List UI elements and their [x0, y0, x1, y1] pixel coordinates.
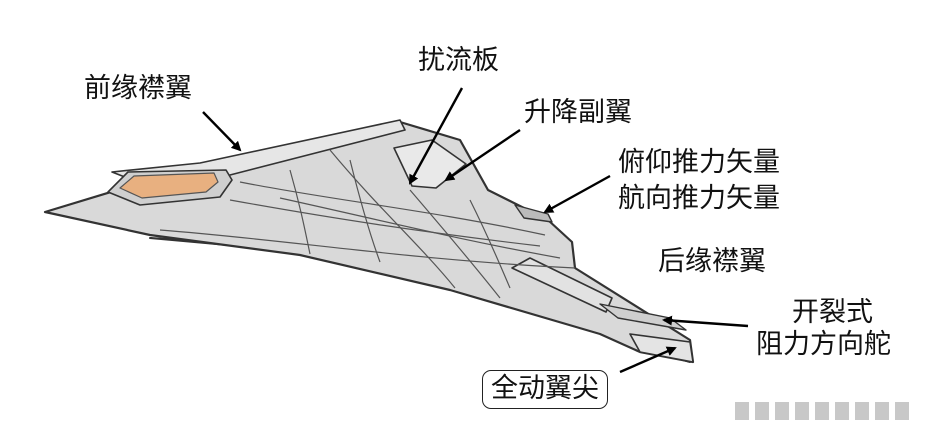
label-yaw-thrust-vector: 航向推力矢量 — [618, 183, 780, 214]
label-spoiler: 扰流板 — [418, 45, 499, 76]
label-elevon: 升降副翼 — [524, 97, 632, 128]
label-trailing-edge-flap: 后缘襟翼 — [658, 246, 766, 277]
pointer-arrows — [202, 87, 749, 374]
watermark-icon — [735, 402, 909, 420]
aircraft-body — [43, 120, 695, 364]
label-split-rudder-line2: 阻力方向舵 — [756, 329, 891, 360]
all-moving-wingtip-panel — [629, 333, 694, 363]
label-split-rudder-line1: 开裂式 — [792, 297, 873, 328]
canopy — [119, 172, 219, 199]
label-leading-edge-flap: 前缘襟翼 — [84, 73, 192, 104]
panel-lines — [159, 149, 576, 299]
label-all-moving-wingtip: 全动翼尖 — [482, 370, 608, 409]
label-pitch-thrust-vector: 俯仰推力矢量 — [618, 147, 780, 178]
trailing-edge-flap-slot — [511, 257, 613, 313]
thrust-nozzle — [514, 204, 553, 223]
